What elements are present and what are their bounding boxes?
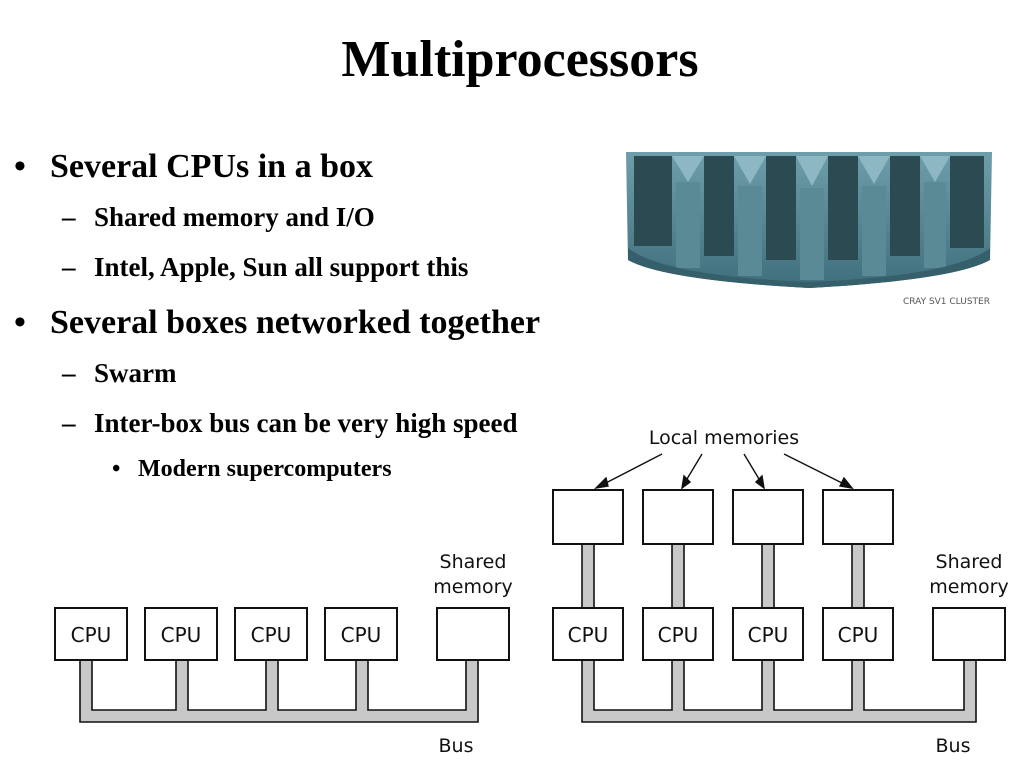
local-memory-multiprocessor-diagram: CPU CPU CPU CPU Local memories Shared me… xyxy=(552,427,1009,757)
sub-bullet-marker: – xyxy=(62,202,76,232)
bus-label: Bus xyxy=(439,735,474,757)
local-memory-box xyxy=(732,489,804,545)
local-memory-box xyxy=(552,489,624,545)
shared-memory-multiprocessor-diagram: CPU CPU CPU CPU Shared memory Bus xyxy=(54,551,513,757)
shared-memory-label: Shared xyxy=(440,551,507,573)
cpu-label: CPU xyxy=(748,623,789,647)
cpu-box xyxy=(234,607,308,661)
cray-cluster-photo: CRAY SV1 CLUSTER xyxy=(624,148,994,312)
cpu-label: CPU xyxy=(341,623,382,647)
local-memory-box xyxy=(642,489,714,545)
shared-memory-box xyxy=(436,607,510,661)
bullet-marker: • xyxy=(14,148,26,185)
sub-bullet-item: Intel, Apple, Sun all support this xyxy=(94,252,469,282)
cpu-label: CPU xyxy=(71,623,112,647)
memory-link xyxy=(671,543,685,609)
bullet-item: Several CPUs in a box xyxy=(50,148,373,185)
cpu-box xyxy=(822,607,894,661)
memory-link xyxy=(761,543,775,609)
multiprocessor-diagrams: CPU CPU CPU CPU Shared memory Bus CPU CP… xyxy=(54,427,1009,757)
pointer-arrows xyxy=(593,453,854,490)
cpu-box xyxy=(324,607,398,661)
bullet-item: Several boxes networked together xyxy=(50,304,541,341)
bus-line xyxy=(79,659,479,723)
sub-bullet-item: Swarm xyxy=(94,358,177,388)
memory-link xyxy=(581,543,595,609)
cpu-label: CPU xyxy=(838,623,879,647)
slide-title: Multiprocessors xyxy=(341,31,699,88)
bus-label: Bus xyxy=(936,735,971,757)
shared-memory-label: memory xyxy=(929,576,1008,598)
local-memories-label: Local memories xyxy=(649,427,799,449)
cpu-box xyxy=(54,607,128,661)
shared-memory-label: memory xyxy=(433,576,512,598)
sub-bullet-marker: – xyxy=(62,358,76,388)
cpu-label: CPU xyxy=(568,623,609,647)
sub-bullet-marker: – xyxy=(62,252,76,282)
local-memory-box xyxy=(822,489,894,545)
cpu-box xyxy=(552,607,624,661)
cpu-box xyxy=(642,607,714,661)
cpu-box xyxy=(732,607,804,661)
cpu-label: CPU xyxy=(658,623,699,647)
shared-memory-label: Shared xyxy=(936,551,1003,573)
cluster-illustration: CRAY SV1 CLUSTER xyxy=(626,152,992,307)
cpu-box xyxy=(144,607,218,661)
bullet-marker: • xyxy=(14,304,26,341)
cpu-label: CPU xyxy=(161,623,202,647)
cpu-label: CPU xyxy=(251,623,292,647)
photo-caption: CRAY SV1 CLUSTER xyxy=(903,297,990,307)
shared-memory-box xyxy=(932,607,1006,661)
memory-link xyxy=(851,543,865,609)
bus-line xyxy=(581,659,977,723)
sub-bullet-item: Shared memory and I/O xyxy=(94,202,375,232)
